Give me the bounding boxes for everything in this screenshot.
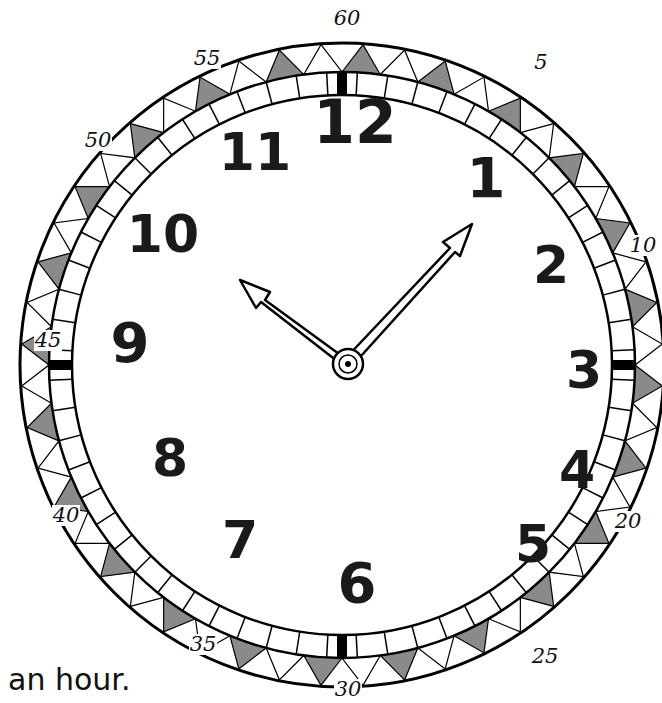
minute-tick	[327, 635, 328, 658]
minute-tick	[356, 635, 357, 658]
minute-ticks	[49, 72, 634, 657]
minute-number: 5	[533, 52, 548, 73]
minute-tick	[412, 82, 418, 104]
minute-number: 20	[614, 511, 643, 532]
minute-number: 55	[193, 48, 222, 69]
hand-hub	[345, 361, 351, 367]
hour-number: 8	[152, 432, 188, 484]
minute-tick	[59, 435, 81, 441]
minute-number: 40	[52, 505, 81, 526]
minute-tick	[209, 104, 219, 124]
minute-tick	[158, 575, 172, 593]
clock-rim	[20, 43, 662, 687]
hour-number: 12	[313, 92, 397, 152]
minute-tick	[135, 556, 151, 572]
hour-number: 5	[515, 518, 551, 570]
hour-number: 9	[111, 315, 150, 371]
quarter-mark	[50, 360, 72, 370]
hour-number: 2	[533, 239, 569, 291]
minute-tick	[594, 260, 615, 268]
hour-number: 4	[559, 444, 595, 496]
hour-number: 11	[219, 126, 291, 178]
minute-tick	[81, 488, 101, 498]
minute-tick	[412, 626, 418, 648]
hand-hub	[333, 349, 363, 379]
hour-number: 7	[222, 514, 258, 566]
minute-number: 45	[34, 330, 63, 351]
minute-tick	[439, 91, 447, 112]
quarter-mark	[613, 360, 635, 370]
minute-tick	[612, 379, 635, 380]
minute-number: 50	[84, 130, 113, 151]
minute-tick	[114, 181, 132, 195]
minute-tick	[237, 91, 245, 112]
minute-tick	[603, 289, 625, 295]
minute-tick	[552, 181, 570, 195]
minute-number: 25	[531, 646, 560, 667]
rim-triangle	[632, 365, 662, 403]
minute-tick	[237, 617, 245, 638]
hand-hub	[339, 355, 357, 373]
minute-tick	[53, 319, 76, 323]
minute-tick	[114, 535, 132, 549]
minute-tick	[489, 119, 502, 138]
minute-tick	[68, 462, 89, 470]
minute-tick	[96, 205, 115, 218]
minute-tick	[568, 512, 587, 525]
minute-tick	[53, 407, 76, 411]
caption-text: an hour.	[4, 663, 134, 697]
rim-triangle	[22, 365, 52, 403]
minute-number: 10	[629, 235, 658, 256]
hour-hand	[240, 280, 350, 368]
minute-tick	[182, 119, 195, 138]
minute-tick	[512, 575, 526, 593]
minute-tick	[609, 407, 632, 411]
minute-band-inner	[72, 95, 612, 635]
minute-tick	[296, 632, 300, 655]
minute-tick	[568, 205, 587, 218]
rim-triangle	[632, 327, 662, 365]
minute-tick	[612, 350, 635, 351]
rim-triangle	[304, 45, 342, 75]
minute-tick	[81, 232, 101, 242]
rim-pattern	[22, 45, 662, 686]
minute-tick	[533, 158, 549, 174]
minute-tick	[59, 289, 81, 295]
minute-tick	[209, 606, 219, 626]
minute-tick	[182, 591, 195, 610]
hour-number: 1	[467, 150, 506, 206]
hour-number: 3	[566, 344, 602, 396]
minute-tick	[135, 158, 151, 174]
quarter-mark	[337, 636, 347, 658]
minute-tick	[296, 76, 300, 99]
minute-tick	[603, 435, 625, 441]
minute-tick	[489, 591, 502, 610]
minute-tick	[439, 617, 447, 638]
minute-tick	[465, 606, 475, 626]
minute-tick	[68, 260, 89, 268]
minute-tick	[512, 137, 526, 155]
minute-number: 60	[333, 8, 362, 29]
minute-tick	[158, 137, 172, 155]
minute-tick	[96, 512, 115, 525]
minute-tick	[594, 462, 615, 470]
minute-number: 30	[334, 679, 363, 700]
minute-tick	[552, 535, 570, 549]
minute-hand	[344, 224, 472, 366]
hour-number: 6	[338, 555, 377, 611]
rim-triangle	[342, 45, 380, 75]
hour-number: 10	[127, 208, 199, 260]
minute-tick	[49, 379, 72, 380]
minute-tick	[266, 626, 272, 648]
minute-tick	[583, 232, 603, 242]
minute-band-outer	[49, 72, 635, 658]
minute-tick	[609, 319, 632, 323]
minute-tick	[384, 632, 388, 655]
minute-tick	[465, 104, 475, 124]
minute-number: 35	[189, 634, 218, 655]
minute-tick	[266, 82, 272, 104]
